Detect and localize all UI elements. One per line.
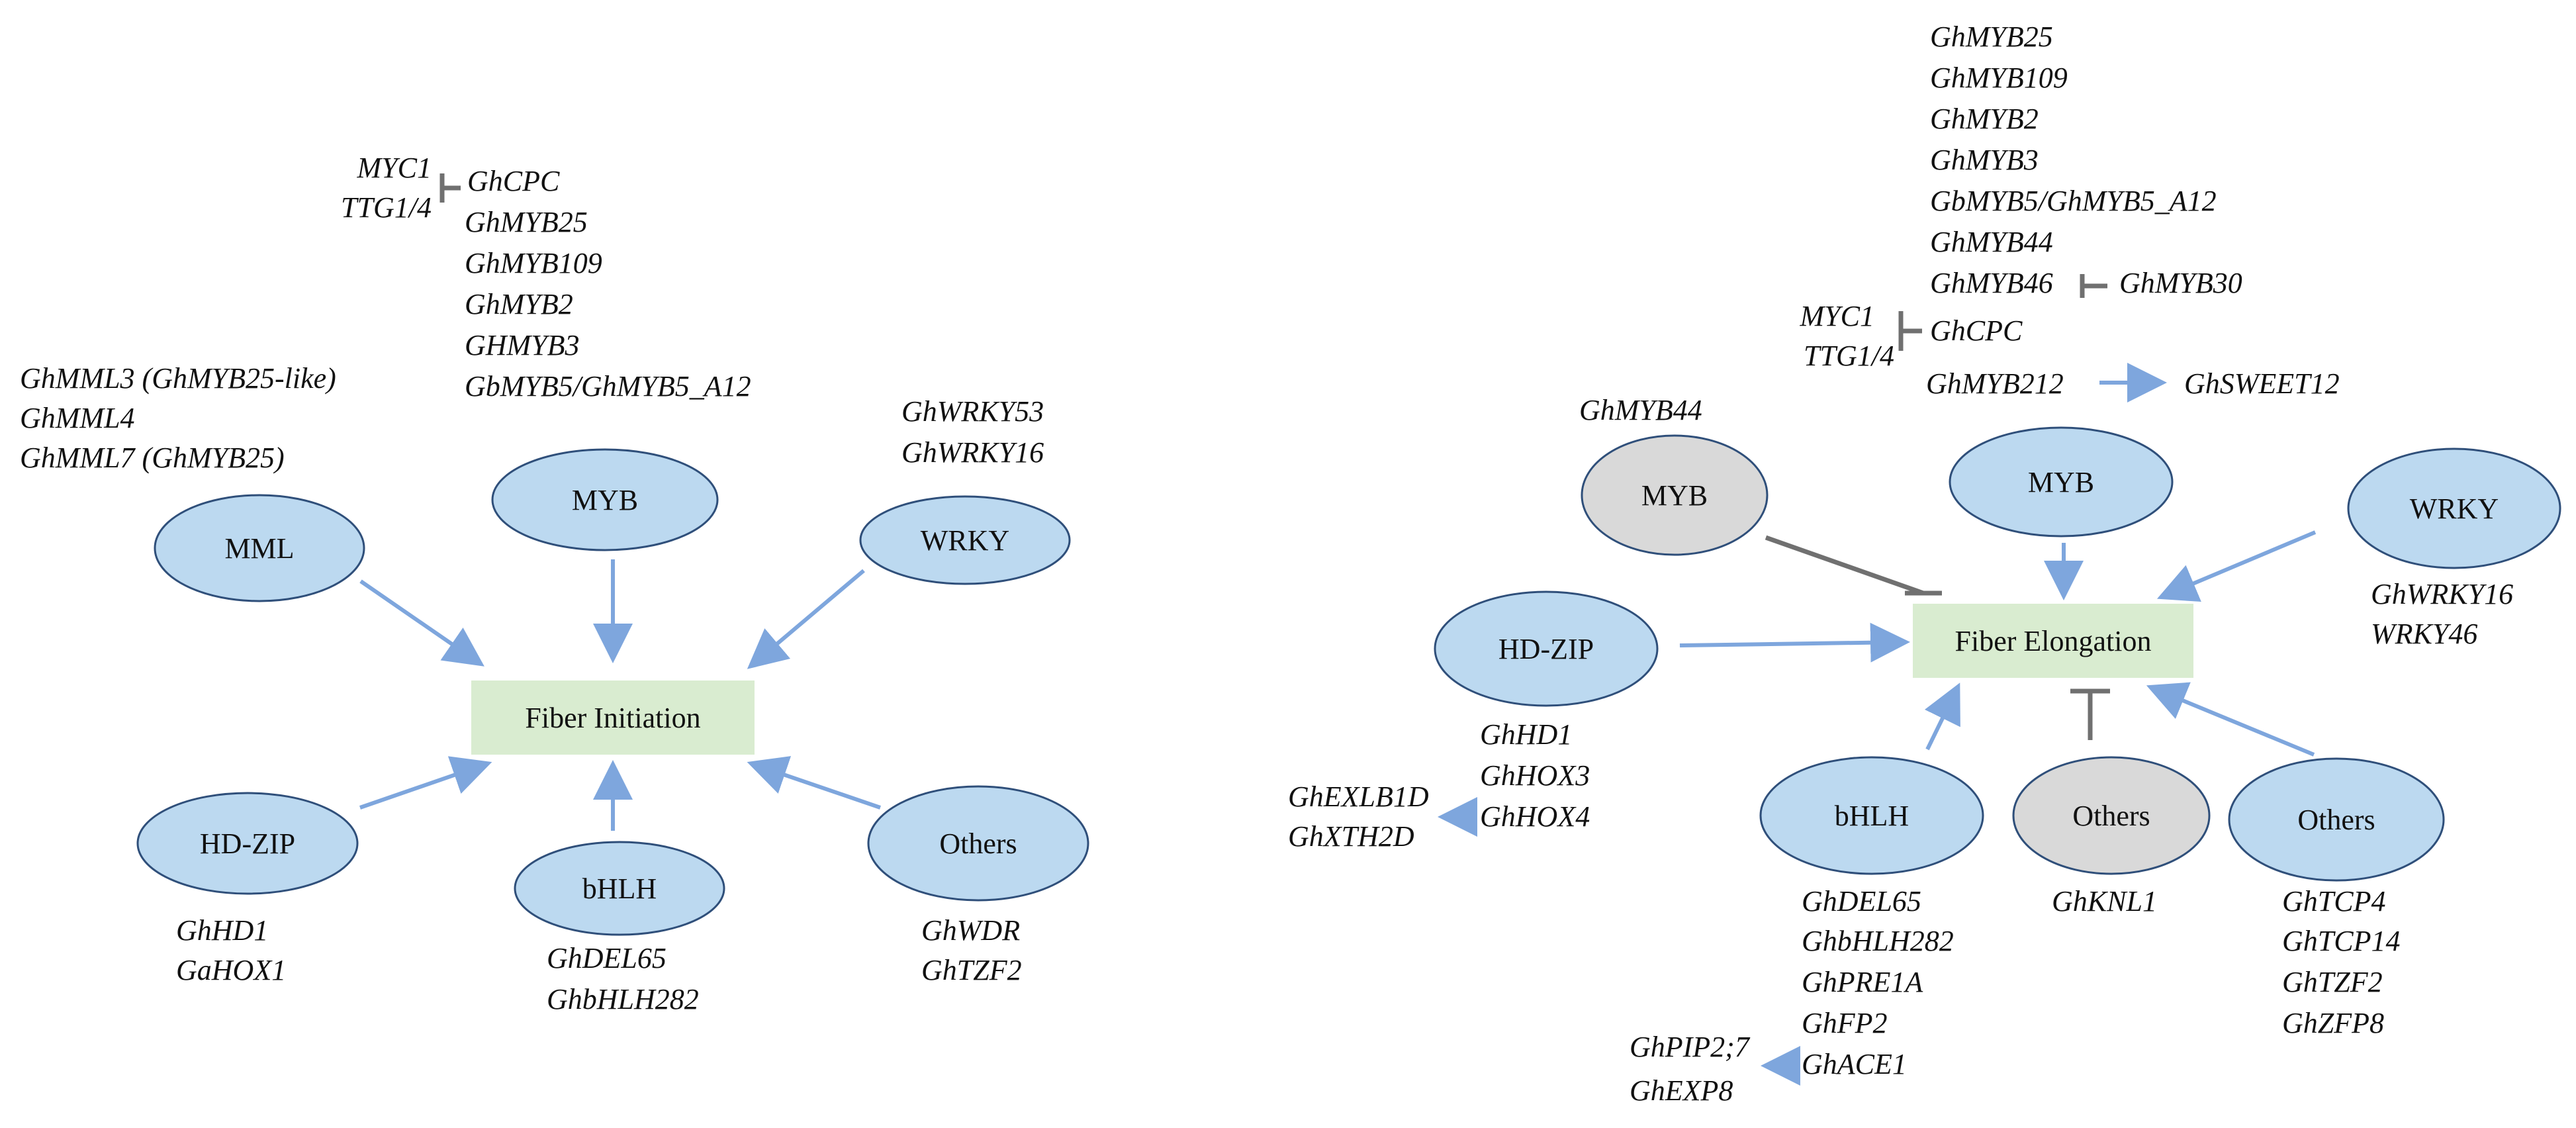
bhlh-gene: GhbHLH282 <box>547 983 699 1015</box>
cpc-inhibitor-gene: TTG1/4 <box>1804 340 1894 372</box>
others-gene: GhTCP4 <box>2282 885 2385 917</box>
myb-gene: GbMYB5/GhMYB5_A12 <box>1930 185 2217 217</box>
myb-gene: GhMYB212 <box>1926 367 2064 400</box>
myb-gene: GhCPC <box>467 165 560 197</box>
myb46-inhibition-mark <box>2080 274 2107 298</box>
bhlh-to-elongation-arrow <box>1924 682 1960 751</box>
wrky-node <box>2347 447 2561 569</box>
others-gene: GhZFP8 <box>2282 1007 2384 1039</box>
hdzip-target-gene: GhXTH2D <box>1288 820 1414 853</box>
others-gene: GhTZF2 <box>2282 966 2383 998</box>
bhlh-target-gene: GhEXP8 <box>1630 1074 1733 1107</box>
fiber-elongation-box <box>1913 604 2193 678</box>
bhlh-node-label: bHLH <box>1835 800 1909 832</box>
others-node <box>2228 757 2445 882</box>
bhlh-target-gene: GhPIP2;7 <box>1630 1031 1751 1063</box>
myb-gene: GhMYB3 <box>1930 144 2039 176</box>
mml-gene: GhMML4 <box>20 402 135 434</box>
bhlh-node <box>1759 756 1984 875</box>
hdzip-to-initiation-arrow <box>359 756 492 810</box>
myb-gene: GhMYB2 <box>1930 103 2039 135</box>
wrky-gene: GhWRKY16 <box>901 436 1044 469</box>
hdzip-gene: GhHOX4 <box>1480 800 1590 833</box>
myb-gene: GhMYB44 <box>1930 226 2053 258</box>
mml-gene: GhMML3 (GhMYB25-like) <box>20 362 336 395</box>
myb-inhibitor-gene: TTG1/4 <box>341 191 432 224</box>
myb-inhibitor-gene: MYC1 <box>357 152 432 184</box>
myb212-target-gene: GhSWEET12 <box>2184 367 2340 400</box>
myb46-inhibitor-gene: GhMYB30 <box>2119 267 2242 299</box>
hdzip-target-gene: GhEXLB1D <box>1288 780 1429 813</box>
myb-gene: GhMYB2 <box>465 288 573 320</box>
bhlh-gene: GhFP2 <box>1802 1007 1888 1039</box>
cpc-inhibition-mark <box>1898 311 1922 351</box>
myb-node <box>491 448 719 551</box>
others-node-label: Others <box>2297 804 2375 836</box>
hdzip-gene: GhHD1 <box>176 914 268 947</box>
initiation-panel: Fiber Initiation MML MYB WRKY HD-ZIP bHL… <box>20 152 1089 1015</box>
myb-gene: GhMYB46 <box>1930 267 2053 299</box>
bhlh-node <box>514 841 725 936</box>
wrky-to-elongation-arrow <box>2156 530 2317 602</box>
fiber-elongation-label: Fiber Elongation <box>1955 625 2152 657</box>
others-to-elongation-arrow <box>2146 682 2315 757</box>
hdzip-node <box>1434 590 1659 707</box>
myb-gene: GhMYB109 <box>1930 62 2068 94</box>
hdzip-node-label: HD-ZIP <box>1498 633 1594 665</box>
hdzip-gene: GhHOX3 <box>1480 759 1590 792</box>
mml-gene: GhMML7 (GhMYB25) <box>20 442 285 474</box>
myb-gray-node <box>1581 434 1769 556</box>
fiber-initiation-box <box>471 681 755 755</box>
others-gene: GhWDR <box>921 914 1020 947</box>
hdzip-gene: GaHOX1 <box>176 954 286 986</box>
others-gray-node-label: Others <box>2072 800 2150 832</box>
myb-gene: GhMYB25 <box>465 206 588 238</box>
others-node <box>867 785 1089 902</box>
wrky-gene: GhWRKY16 <box>2371 578 2513 610</box>
wrky-node <box>859 495 1071 585</box>
wrky-to-initiation-arrow <box>747 569 865 669</box>
myb-node-label: MYB <box>2028 466 2094 498</box>
wrky-node-label: WRKY <box>921 524 1009 557</box>
myb-gene: GhMYB109 <box>465 247 602 279</box>
others-gray-gene: GhKNL1 <box>2052 885 2157 917</box>
myb-gray-gene: GhMYB44 <box>1579 394 1702 426</box>
bhlh-gene: GhPRE1A <box>1802 966 1923 998</box>
mml-to-initiation-arrow <box>359 579 484 667</box>
myb-node-label: MYB <box>572 484 638 516</box>
cpc-inhibition-mark <box>439 173 461 203</box>
bhlh-gene: GhbHLH282 <box>1802 925 1954 957</box>
fiber-initiation-label: Fiber Initiation <box>525 702 700 734</box>
wrky-node-label: WRKY <box>2410 493 2499 525</box>
myb-gene: GhCPC <box>1930 314 2023 347</box>
others-to-initiation-arrow <box>747 756 881 810</box>
elongation-panel: Fiber Elongation MYB MYB WRKY HD-ZIP bHL… <box>1288 21 2561 1107</box>
myb-gene: GhMYB25 <box>1930 21 2053 53</box>
others-gene: GhTZF2 <box>921 954 1022 986</box>
hdzip-gene: GhHD1 <box>1480 718 1572 751</box>
mml-node <box>154 494 365 602</box>
myb-gray-node-label: MYB <box>1641 479 1708 512</box>
hdzip-node <box>136 792 359 895</box>
myb-gene: GbMYB5/GhMYB5_A12 <box>465 370 751 402</box>
wrky-gene: WRKY46 <box>2371 618 2477 650</box>
hdzip-node-label: HD-ZIP <box>200 827 295 860</box>
hdzip-to-elongation-arrow <box>1679 622 1910 663</box>
others-gray-inhibits-elongation <box>2070 688 2110 740</box>
others-gene: GhTCP14 <box>2282 925 2400 957</box>
cpc-inhibitor-gene: MYC1 <box>1800 300 1874 332</box>
others-node-label: Others <box>939 827 1017 860</box>
bhlh-gene: GhDEL65 <box>547 942 667 974</box>
myb-gray-inhibits-elongation <box>1765 535 1942 596</box>
myb-node <box>1949 426 2174 538</box>
bhlh-gene: GhACE1 <box>1802 1048 1907 1080</box>
others-gray-node <box>2012 756 2211 875</box>
mml-node-label: MML <box>224 532 294 565</box>
bhlh-node-label: bHLH <box>582 872 657 905</box>
myb-gene: GHMYB3 <box>465 329 580 361</box>
bhlh-gene: GhDEL65 <box>1802 885 1921 917</box>
wrky-gene: GhWRKY53 <box>901 395 1044 428</box>
